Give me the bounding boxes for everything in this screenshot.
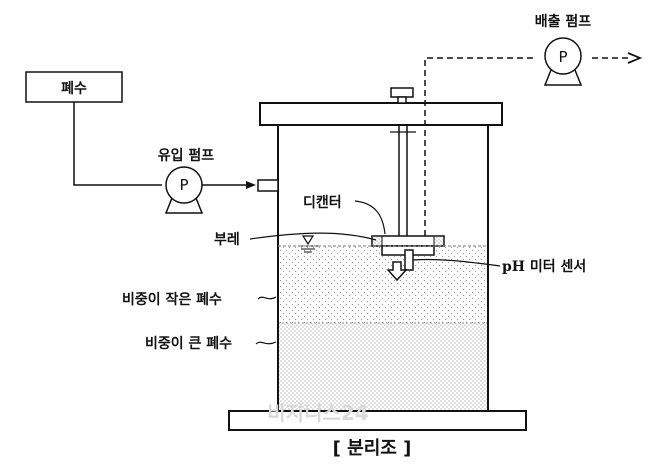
float-plate	[371, 235, 445, 247]
low-density-layer	[278, 246, 488, 323]
svg-text:P: P	[558, 48, 567, 66]
decanter-label: 디캔터	[303, 194, 342, 211]
discharge-pipe	[424, 57, 535, 236]
arrow-down-icon	[386, 261, 408, 282]
diagram-caption: [ 분리조 ]	[333, 438, 412, 459]
float-leader	[249, 232, 377, 241]
svg-text:P: P	[179, 176, 188, 194]
pump-icon: P	[164, 166, 204, 214]
high-density-label: 비중이 큰 폐수	[145, 335, 232, 352]
pump-icon: P	[543, 37, 583, 86]
arrow-right-icon	[627, 52, 643, 64]
low-density-label: 비중이 작은 폐수	[122, 291, 222, 308]
decanter-leader	[354, 200, 386, 235]
inflow-pump-label: 유입 펌프	[158, 147, 215, 164]
wastewater-label: 폐수	[61, 81, 87, 97]
float-label: 부레	[214, 232, 240, 248]
lid-knob	[390, 87, 414, 98]
base-plate	[228, 410, 527, 431]
ph-sensor-leader	[412, 258, 501, 267]
watermark: 비지니스24	[267, 401, 368, 425]
ph-sensor-probe	[404, 249, 414, 271]
float-left	[371, 235, 383, 247]
ph-sensor-label: pH 미터 센서	[502, 259, 586, 275]
inflow-pipe	[73, 102, 162, 186]
arrow-right-icon	[246, 181, 256, 189]
discharge-pump-label: 배출 펌프	[535, 13, 592, 30]
wastewater-box	[25, 71, 123, 103]
float-right	[433, 235, 445, 247]
lid-knob-stem	[397, 96, 407, 104]
tank-lid	[259, 102, 503, 126]
inlet-nozzle	[257, 179, 279, 192]
low-density-leader	[257, 296, 277, 300]
high-density-layer	[278, 323, 488, 410]
high-density-leader	[255, 341, 277, 345]
